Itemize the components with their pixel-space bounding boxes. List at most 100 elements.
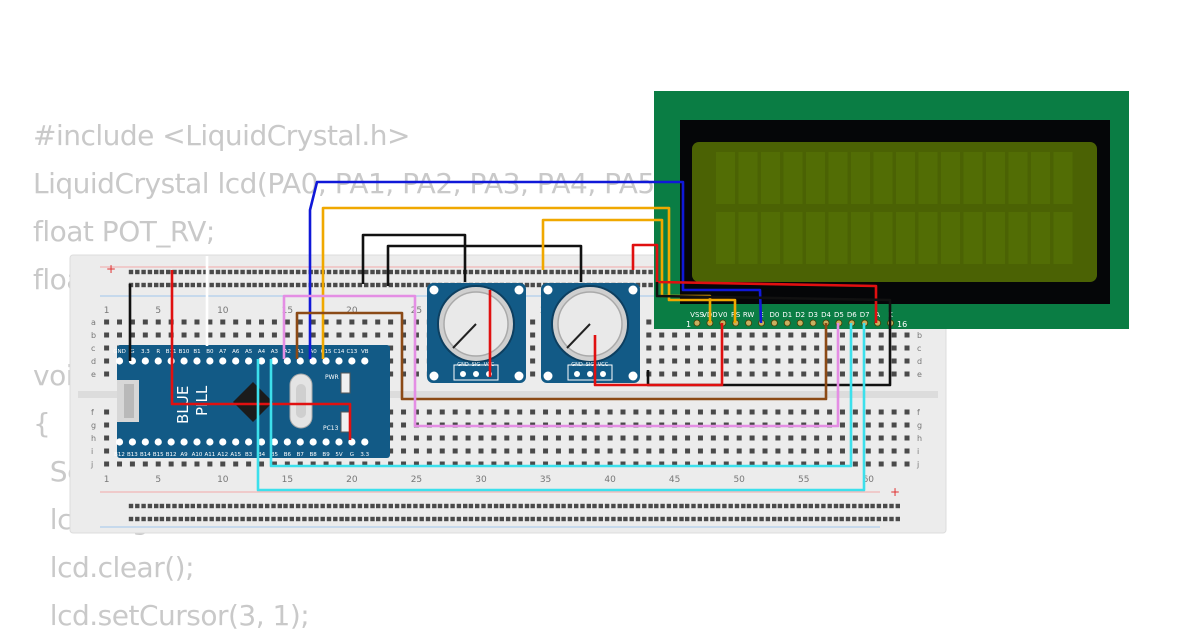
- row-letter: b: [917, 331, 922, 340]
- pot-pin: [587, 371, 593, 377]
- bluepill-pin-label: B15: [153, 452, 164, 458]
- bluepill-pin-label: B6: [284, 452, 292, 458]
- bluepill-pin: [270, 357, 279, 365]
- lcd-pin-label: D2: [795, 311, 805, 319]
- lcd-pin-label: D6: [847, 311, 857, 319]
- lcd-pin-last: 16: [897, 320, 907, 329]
- pot-mount-hole: [543, 285, 553, 295]
- bluepill-pin: [361, 438, 369, 446]
- column-number: 25: [411, 306, 422, 316]
- row-letter: b: [91, 331, 96, 340]
- bluepill-pin: [180, 438, 188, 446]
- column-number: 1: [104, 306, 110, 316]
- pot-indicator: [566, 323, 591, 349]
- column-number: 35: [540, 475, 551, 485]
- lcd-pin-label: D1: [782, 311, 792, 319]
- column-number: 30: [475, 475, 487, 485]
- orange-wire: [321, 206, 737, 359]
- orange-wire: [541, 218, 712, 323]
- bluepill-pin-label: B10: [179, 349, 190, 355]
- row-letter: j: [90, 460, 93, 469]
- bluepill-pin-label: C13: [346, 349, 357, 355]
- bluepill-pin: [296, 357, 304, 365]
- bluepill-pin-label: B13: [127, 452, 138, 458]
- red-wire: [170, 270, 352, 440]
- pot-mount-hole: [429, 371, 439, 381]
- bluepill-pin: [128, 438, 137, 446]
- bluepill-pin-label: C15: [321, 349, 332, 355]
- lcd-pin: [809, 319, 817, 327]
- bluepill-pin: [232, 357, 240, 365]
- board-name-line2: PILL: [193, 385, 211, 416]
- row-letter: e: [91, 370, 96, 379]
- bluepill-pin-label: 3.3: [141, 349, 150, 355]
- bluepill-pin-label: G: [350, 452, 354, 458]
- lcd-character-cells: [716, 152, 1073, 264]
- bluepill-pin-label: A9: [180, 452, 188, 458]
- blue-wire: [308, 180, 763, 359]
- column-number: 5: [155, 475, 161, 485]
- row-letter: c: [917, 344, 921, 353]
- code-line: lcd.clear();: [33, 551, 195, 584]
- lcd-pin-label: D0: [769, 311, 779, 319]
- column-number: 25: [411, 475, 422, 485]
- bluepill-pin: [257, 357, 266, 365]
- pc13-label: PC13: [323, 425, 339, 432]
- pot-pin: [574, 371, 580, 377]
- bluepill-pin: [283, 357, 291, 365]
- bluepill-pin-label: G: [130, 349, 134, 355]
- bluepill-pin-label: A11: [204, 452, 215, 458]
- bluepill-pin: [245, 438, 253, 446]
- row-letter: i: [91, 447, 93, 456]
- bluepill-pin: [270, 438, 279, 446]
- bluepill-pin: [309, 357, 317, 365]
- row-letter: a: [91, 318, 96, 327]
- bluepill-pin: [154, 438, 162, 446]
- wires: [128, 180, 892, 492]
- column-number: 40: [604, 475, 616, 485]
- pc13-led: [340, 411, 351, 433]
- column-number: 15: [282, 475, 293, 485]
- bluepill-pin: [309, 438, 317, 446]
- red-wire: [631, 243, 878, 323]
- bluepill-pin-label: GND: [113, 349, 126, 355]
- bluepill-pin: [141, 357, 149, 365]
- lcd-pin: [745, 319, 752, 327]
- bluepill-pin-label: 5V: [335, 452, 342, 458]
- pot-mount-hole: [514, 371, 524, 381]
- lcd-pin-label: D5: [834, 311, 844, 319]
- bluepill-pin-label: A10: [192, 452, 203, 458]
- bluepill-pin: [322, 438, 330, 446]
- code-line: LiquidCrystal lcd(PA0, PA1, PA2, PA3, PA…: [33, 167, 675, 200]
- row-letter: i: [917, 447, 919, 456]
- red-wire: [593, 323, 724, 387]
- bluepill-pin-label: A5: [245, 349, 253, 355]
- bluepill-pin-label: A15: [230, 452, 241, 458]
- bluepill-pin: [219, 438, 227, 446]
- column-number: 10: [217, 306, 229, 316]
- row-letter: e: [917, 370, 922, 379]
- code-line: lcd.setCursor(3, 1);: [33, 599, 310, 632]
- rail-plus-top: +: [106, 262, 116, 276]
- bluepill-pin-label: B0: [206, 349, 214, 355]
- bluepill-pin-label: B12: [114, 452, 125, 458]
- row-letter: g: [91, 421, 96, 430]
- code-line: float POT_RV;: [33, 215, 215, 248]
- bluepill-pin: [193, 357, 201, 365]
- bluepill-pin: [296, 438, 304, 446]
- bluepill-pin: [180, 357, 188, 365]
- lcd-pin-label: D4: [821, 311, 831, 319]
- pot-pin-label: GND: [571, 362, 583, 368]
- column-number: 20: [346, 475, 358, 485]
- lcd-pin: [771, 319, 778, 327]
- row-letter: h: [91, 434, 96, 443]
- lcd-pin: [783, 319, 791, 327]
- lcd-pin: [796, 319, 804, 327]
- column-number: 20: [346, 306, 358, 316]
- column-number: 15: [282, 306, 293, 316]
